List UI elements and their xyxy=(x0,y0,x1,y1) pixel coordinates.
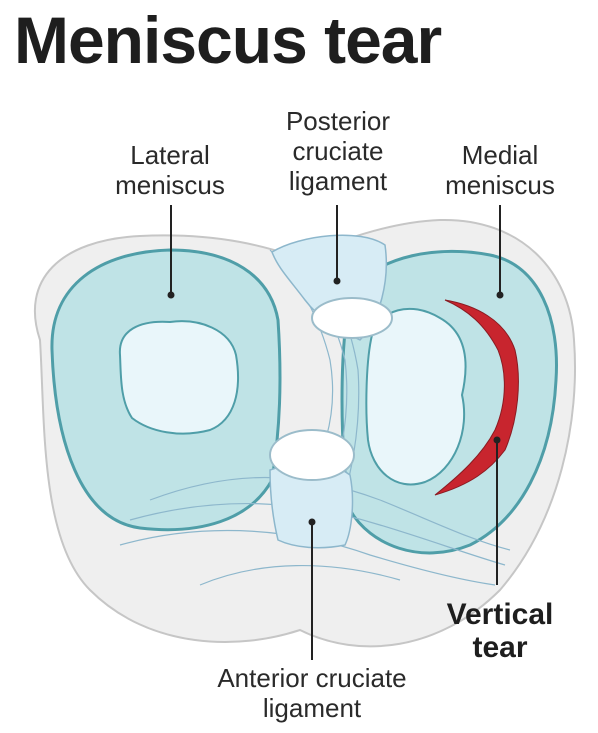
diagram-title: Meniscus tear xyxy=(14,3,442,77)
posterior-cruciate-attachment xyxy=(311,297,393,339)
label-anterior-cruciate-ligament: Anterior cruciate ligament xyxy=(217,663,407,723)
label-vertical-tear: Vertical tear xyxy=(446,598,554,664)
anterior-cruciate-attachment xyxy=(269,429,355,481)
label-posterior-cruciate-ligament: Posterior cruciate ligament xyxy=(285,106,391,196)
leader-dots xyxy=(167,277,504,526)
leader-lines xyxy=(170,205,501,660)
label-lateral-meniscus: Lateral meniscus xyxy=(115,140,225,200)
medial-plateau xyxy=(365,308,467,486)
label-medial-meniscus: Medial meniscus xyxy=(445,140,555,200)
lateral-plateau xyxy=(118,320,239,435)
